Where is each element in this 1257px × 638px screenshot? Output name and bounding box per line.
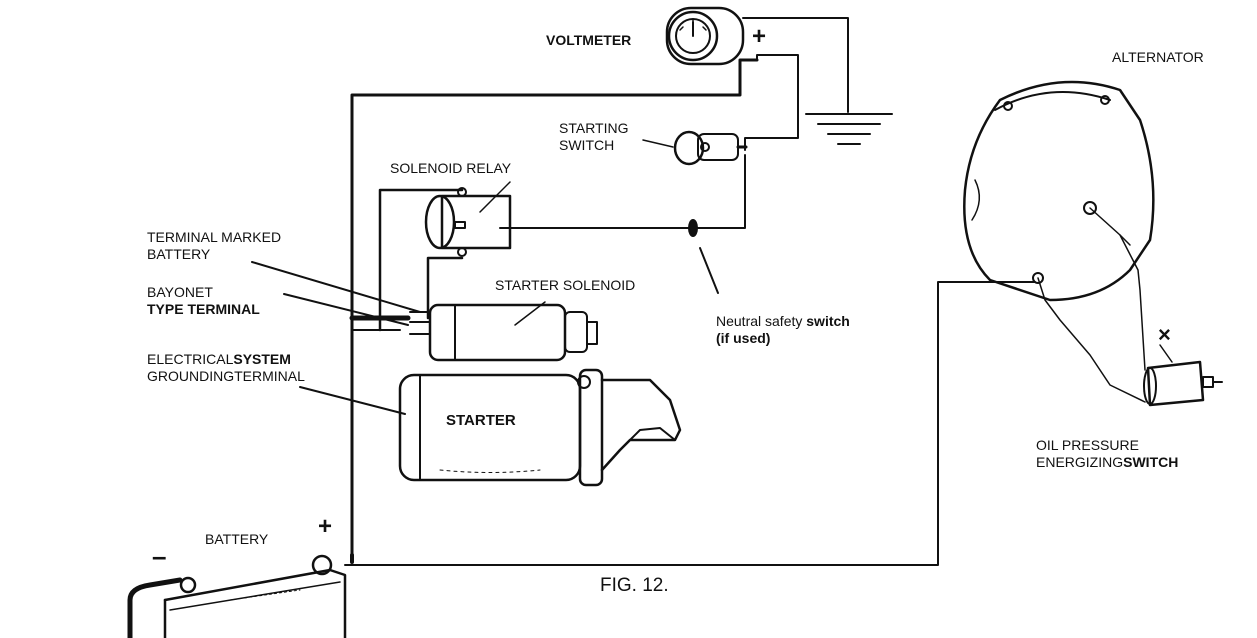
oil-pressure-switch [1143, 344, 1223, 407]
starting-switch [642, 130, 748, 166]
oil-switch-x-mark: × [1158, 322, 1171, 347]
solenoid-relay [424, 181, 512, 257]
solenoid-relay-label: SOLENOID RELAY [390, 160, 512, 176]
oil-pressure-switch-label: OIL PRESSURE ENERGIZINGSWITCH [1036, 437, 1179, 470]
main-feed-wire [350, 58, 759, 558]
ground-return-wire [344, 281, 1036, 566]
starter-solenoid [409, 301, 598, 362]
battery-terminal-connection [349, 315, 411, 331]
figure-caption: FIG. 12. [600, 575, 669, 596]
voltmeter-plus-sign: + [752, 23, 767, 50]
relay-feed-wire [378, 188, 464, 332]
terminal-marked-battery-label: TERMINAL MARKED BATTERY [147, 229, 282, 262]
voltmeter-label: VOLTMETER [546, 32, 632, 48]
battery-label: BATTERY [205, 531, 269, 547]
neutral-safety-switch-label: Neutral safety switch (if used) [716, 313, 850, 346]
battery-plus-sign: + [318, 513, 333, 540]
oil-pressure-wiring [1037, 207, 1146, 403]
battery [127, 553, 354, 638]
grounding-terminal-label: ELECTRICALSYSTEM GROUNDINGTERMINAL [147, 351, 305, 384]
ground-symbol [805, 113, 893, 145]
voltmeter-ground-wire [742, 17, 849, 113]
alternator [963, 80, 1155, 302]
voltmeter-gauge [665, 6, 745, 66]
bayonet-terminal-label: BAYONET TYPE TERMINAL [147, 284, 260, 317]
relay-control-wire [499, 154, 746, 229]
switch-feed-wire [744, 54, 799, 151]
starter-solenoid-label: STARTER SOLENOID [495, 277, 636, 293]
starting-switch-label: STARTING SWITCH [559, 120, 629, 153]
starter-motor [398, 368, 682, 487]
leader-lines [251, 261, 421, 415]
starter-label: STARTER [446, 412, 516, 429]
alternator-label: ALTERNATOR [1112, 49, 1204, 65]
neutral-safety-switch [688, 219, 719, 294]
battery-minus-sign: – [152, 541, 167, 571]
